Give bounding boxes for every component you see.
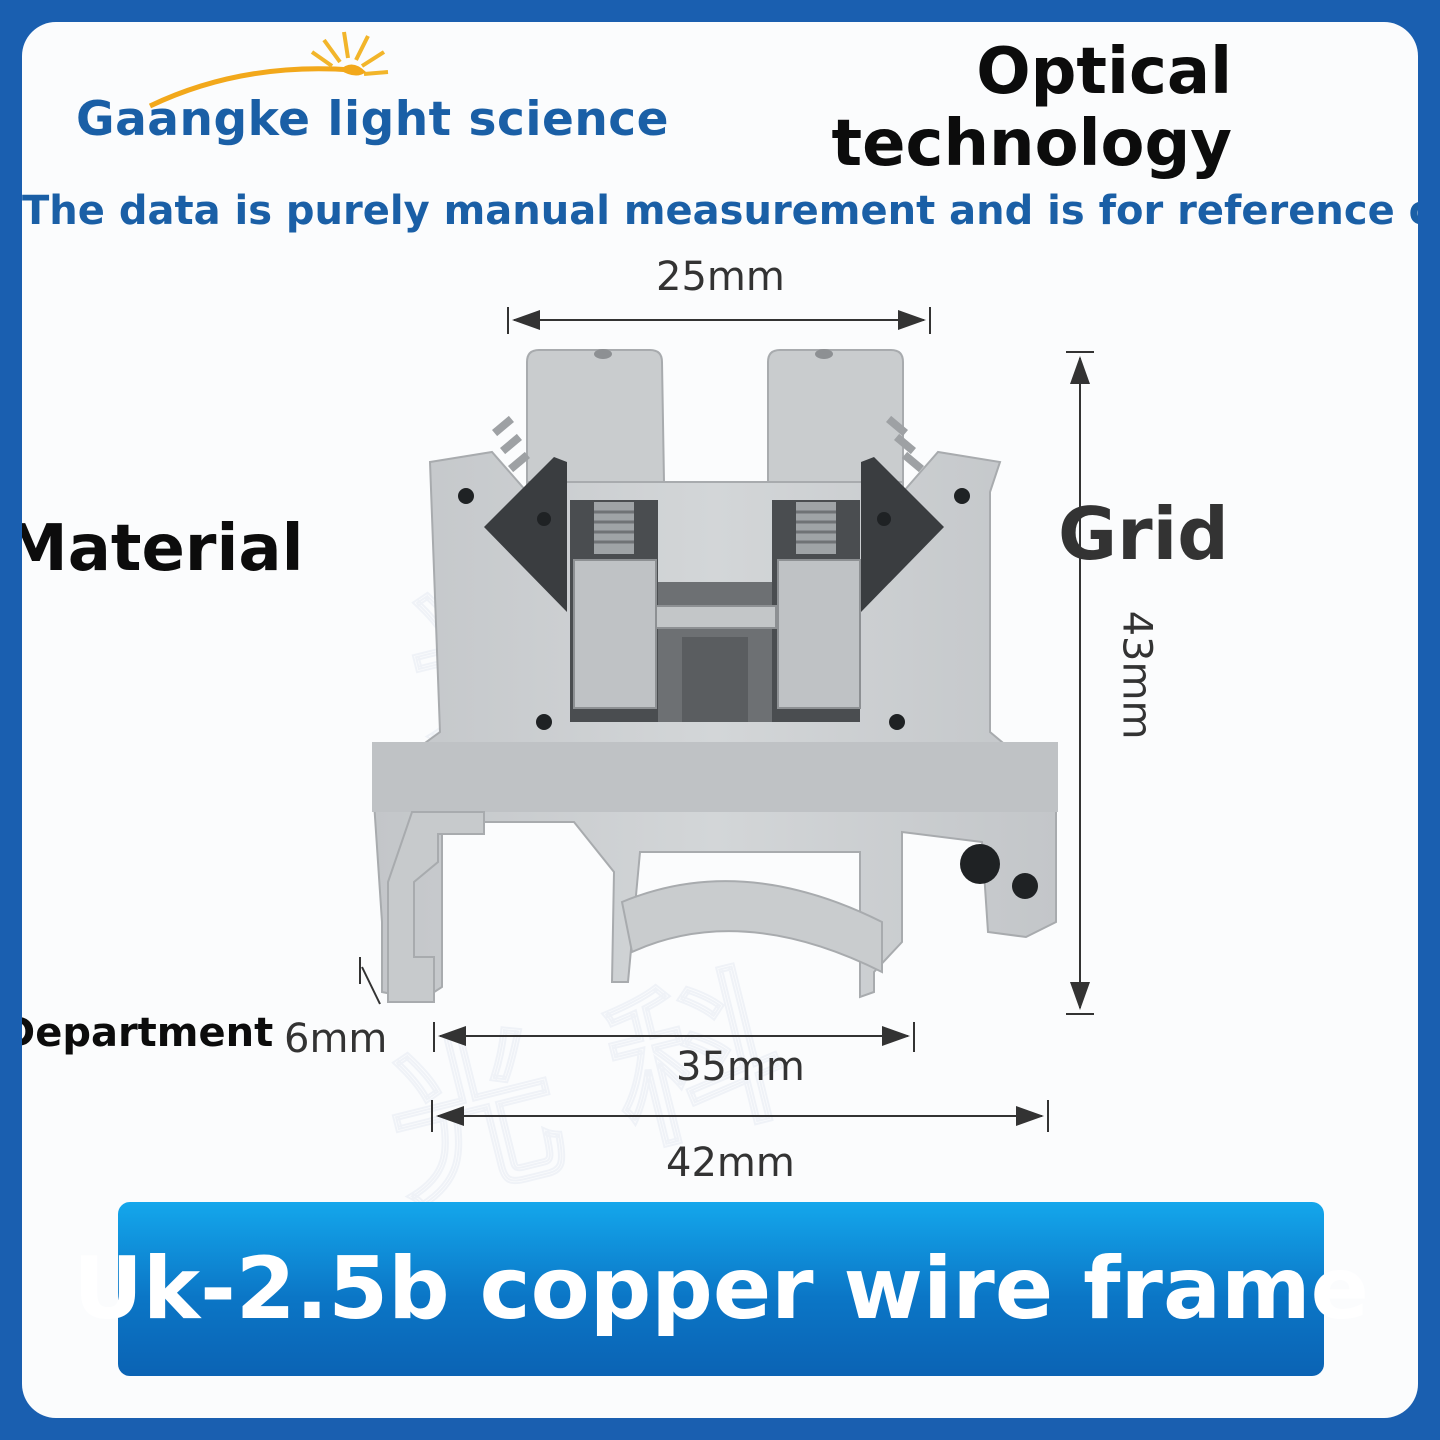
label-department: Department xyxy=(22,1010,274,1056)
disclaimer: The data is purely manual measurement an… xyxy=(22,188,1418,234)
brand-name: Gaangke light science xyxy=(76,92,670,147)
label-material: Material xyxy=(22,512,304,586)
product-diagram xyxy=(148,31,1094,1132)
corner-title-line-2: technology xyxy=(831,107,1232,181)
dimension-lines xyxy=(359,307,1094,1132)
product-title: Uk-2.5b copper wire frame xyxy=(73,1239,1369,1339)
corner-title-line-1: Optical xyxy=(976,35,1232,109)
dim-total-width: 42mm xyxy=(666,1140,795,1186)
dim-height: 43mm xyxy=(1113,610,1160,740)
terminal-block-image xyxy=(372,349,1058,1003)
dim-rail-width: 35mm xyxy=(676,1044,805,1090)
corner-title: Optical technology xyxy=(802,36,1232,180)
dim-top-width: 25mm xyxy=(656,254,785,300)
product-banner: Uk-2.5b copper wire frame xyxy=(73,1202,1369,1376)
label-grid: Grid xyxy=(1058,492,1229,576)
sun-logo-icon xyxy=(148,31,389,109)
dim-foot: 6mm xyxy=(284,1016,388,1062)
product-card: 光 科 光 科 xyxy=(22,22,1418,1418)
